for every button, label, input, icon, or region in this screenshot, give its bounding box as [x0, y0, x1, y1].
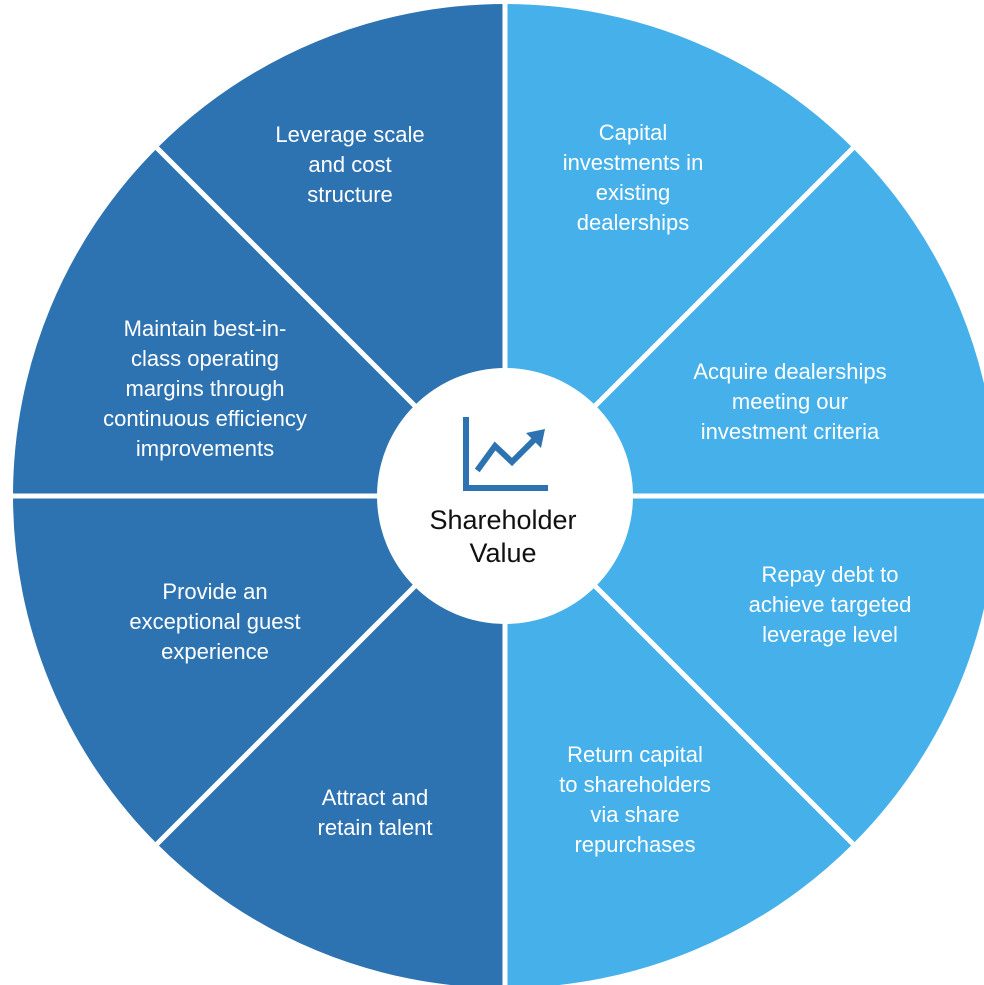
segment-label-return-capital: Return capital to shareholders via share… [559, 742, 711, 857]
wheel-segment [505, 148, 984, 496]
wheel-segment [13, 148, 505, 496]
wheel-segment [505, 496, 853, 985]
center-title: Shareholder Value [429, 505, 577, 568]
wheel-segment [157, 4, 505, 496]
wheel-segment [157, 496, 505, 985]
wheel-segment [505, 4, 853, 496]
segment-label-guest-experience: Provide an exceptional guest experience [129, 579, 301, 664]
wheel-segment [505, 496, 984, 844]
segment-label-repay-debt: Repay debt to achieve targeted leverage … [748, 562, 912, 647]
segment-label-capital-investments: Capital investments in existing dealersh… [562, 120, 704, 235]
center-circle [377, 368, 633, 624]
line-chart-trend-up-icon [463, 417, 548, 491]
wheel-segments [12, 4, 984, 985]
segment-label-operating-margins: Maintain best-in- class operating margin… [103, 316, 307, 461]
wheel-segment [12, 496, 505, 844]
segment-label-attract-talent: Attract and retain talent [317, 785, 433, 840]
segment-label-leverage-scale: Leverage scale and cost structure [275, 122, 425, 207]
segment-label-acquire-dealerships: Acquire dealerships meeting our investme… [693, 359, 887, 444]
